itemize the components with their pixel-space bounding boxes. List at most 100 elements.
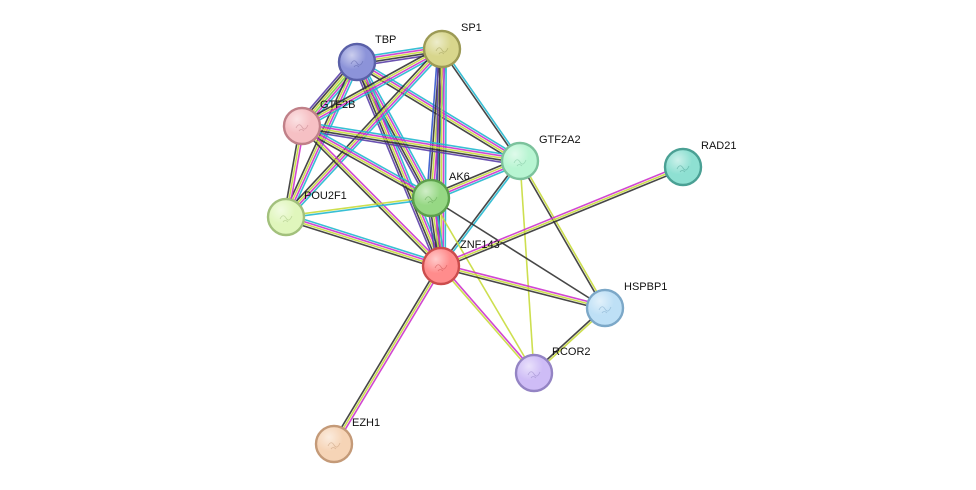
edge-ak6-pou2f1[interactable]	[285, 196, 432, 219]
node-tbp[interactable]: TBP	[337, 34, 396, 82]
edge-line-cyan	[444, 49, 447, 267]
edge-line-cyan	[303, 51, 444, 130]
edge-line-black	[300, 128, 430, 202]
edge-line-black	[300, 45, 441, 124]
edges-layer	[282, 44, 685, 446]
edge-pou2f1-znf143[interactable]	[284, 213, 443, 270]
node-rcor2[interactable]: RCOR2	[514, 346, 591, 393]
edge-line-purple	[352, 63, 438, 268]
edge-line-cyan	[287, 50, 445, 220]
node-znf143[interactable]: ZNF143	[421, 239, 500, 286]
node-label: HSPBP1	[624, 281, 667, 293]
edge-line-black	[299, 126, 441, 269]
node-gtf2a2[interactable]: GTF2A2	[500, 134, 581, 181]
edge-ak6-hspbp1[interactable]	[430, 197, 606, 309]
edge-line-cyan	[286, 198, 432, 219]
edge-gtf2a2-rcor2[interactable]	[519, 160, 535, 374]
node-label: SP1	[461, 22, 482, 34]
structure-thumbnail-icon	[295, 124, 309, 132]
edge-znf143-rad21[interactable]	[439, 164, 685, 269]
edge-ak6-rcor2[interactable]	[430, 197, 535, 374]
node-highlight	[340, 45, 374, 79]
edge-line-black	[284, 219, 441, 270]
structure-thumbnail-icon	[435, 47, 449, 55]
edge-line-magenta	[441, 263, 606, 307]
edge-line-cyan	[288, 62, 361, 219]
structure-thumbnail-icon	[350, 60, 364, 68]
node-gtf2b[interactable]: GTF2B	[282, 99, 355, 146]
edge-gtf2b-gtf2a2[interactable]	[301, 121, 521, 166]
structure-thumbnail-icon	[676, 165, 690, 173]
structure-thumbnail-icon	[527, 371, 541, 379]
node-highlight	[285, 109, 319, 143]
edge-line-yellow	[430, 197, 535, 374]
edge-line-yellow	[301, 47, 442, 126]
node-highlight	[424, 249, 458, 283]
node-highlight	[425, 32, 459, 66]
structure-thumbnail-icon	[424, 196, 438, 204]
node-highlight	[666, 150, 700, 184]
structure-thumbnail-icon	[598, 306, 612, 314]
edge-gtf2b-znf143[interactable]	[299, 123, 444, 269]
edge-line-black	[440, 267, 605, 311]
edge-line-magenta	[286, 215, 442, 266]
edge-line-cyan	[441, 161, 522, 268]
edge-line-cyan	[442, 47, 522, 161]
edge-line-magenta	[302, 123, 521, 160]
node-sp1[interactable]: SP1	[422, 22, 482, 69]
edge-line-yellow	[285, 217, 441, 268]
structure-thumbnail-icon	[327, 442, 341, 450]
edge-line-blue	[426, 48, 439, 198]
edge-line-magenta	[442, 49, 445, 267]
node-label: EZH1	[352, 417, 380, 429]
structure-thumbnail-icon	[279, 215, 293, 223]
edge-znf143-ezh1[interactable]	[331, 264, 444, 446]
edge-line-yellow	[356, 61, 442, 267]
edge-line-magenta	[286, 62, 359, 218]
edge-znf143-rcor2[interactable]	[439, 264, 536, 375]
node-label: ZNF143	[460, 239, 500, 251]
edge-line-magenta	[439, 164, 683, 265]
edge-line-purple	[301, 129, 520, 166]
edge-gtf2a2-znf143[interactable]	[439, 159, 522, 268]
node-ak6[interactable]: AK6	[411, 171, 470, 218]
edge-line-yellow	[440, 48, 443, 267]
node-hspbp1[interactable]: HSPBP1	[585, 281, 667, 328]
edge-gtf2a2-hspbp1[interactable]	[518, 160, 607, 309]
edge-sp1-znf143[interactable]	[436, 48, 447, 267]
node-label: POU2F1	[304, 190, 347, 202]
edge-line-yellow	[301, 125, 521, 162]
node-highlight	[503, 144, 537, 178]
node-rad21[interactable]: RAD21	[663, 140, 736, 187]
edge-sp1-gtf2a2[interactable]	[440, 47, 522, 163]
edge-line-purple	[436, 48, 439, 266]
edge-line-cyan	[303, 122, 433, 196]
edge-line-cyan	[286, 213, 443, 264]
node-label: RAD21	[701, 140, 736, 152]
edge-line-yellow	[333, 265, 442, 445]
edge-line-black	[440, 49, 520, 163]
edge-line-yellow	[301, 125, 442, 267]
edge-sp1-gtf2b[interactable]	[300, 45, 444, 130]
edge-line-black	[301, 127, 520, 164]
edge-line-cyan	[302, 121, 521, 158]
edge-line-black	[331, 264, 440, 444]
structure-thumbnail-icon	[513, 159, 527, 167]
node-label: RCOR2	[552, 346, 591, 358]
edge-line-magenta	[358, 60, 444, 266]
edge-gtf2b-ak6[interactable]	[300, 122, 433, 202]
node-highlight	[517, 356, 551, 390]
edge-line-yellow	[520, 160, 607, 308]
node-highlight	[414, 181, 448, 215]
node-highlight	[269, 200, 303, 234]
node-pou2f1[interactable]: POU2F1	[266, 190, 347, 237]
edge-znf143-hspbp1[interactable]	[440, 263, 606, 311]
edge-line-black	[438, 48, 441, 266]
edge-line-yellow	[519, 160, 535, 374]
edge-line-yellow	[301, 126, 431, 200]
edge-line-black	[439, 159, 520, 266]
edge-line-black	[441, 168, 685, 269]
node-ezh1[interactable]: EZH1	[314, 417, 380, 464]
